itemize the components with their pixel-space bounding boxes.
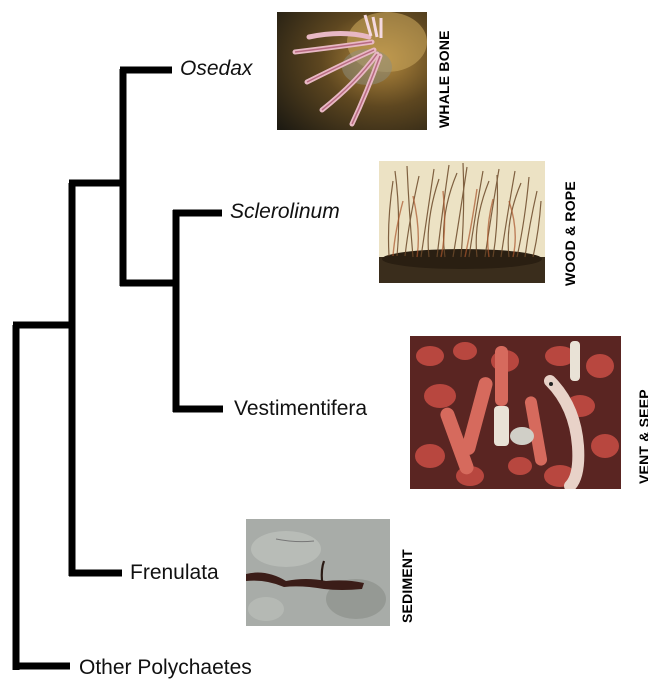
taxon-label-other-polychaetes: Other Polychaetes bbox=[79, 656, 252, 680]
habitat-label-sediment: SEDIMENT bbox=[399, 549, 415, 623]
taxon-label-vestimentifera: Vestimentifera bbox=[234, 397, 367, 421]
frenulata-photo bbox=[246, 519, 390, 626]
taxon-label-frenulata: Frenulata bbox=[130, 561, 219, 585]
vestimentifera-photo bbox=[410, 336, 621, 489]
taxon-label-osedax: Osedax bbox=[180, 57, 252, 81]
habitat-label-whale-bone: WHALE BONE bbox=[436, 30, 452, 128]
taxon-label-sclerolinum: Sclerolinum bbox=[230, 200, 340, 224]
osedax-photo bbox=[277, 12, 427, 130]
habitat-label-vent-seep: VENT & SEEP bbox=[636, 389, 648, 484]
habitat-label-wood-rope: WOOD & ROPE bbox=[562, 181, 578, 286]
sclerolinum-photo bbox=[379, 161, 545, 283]
